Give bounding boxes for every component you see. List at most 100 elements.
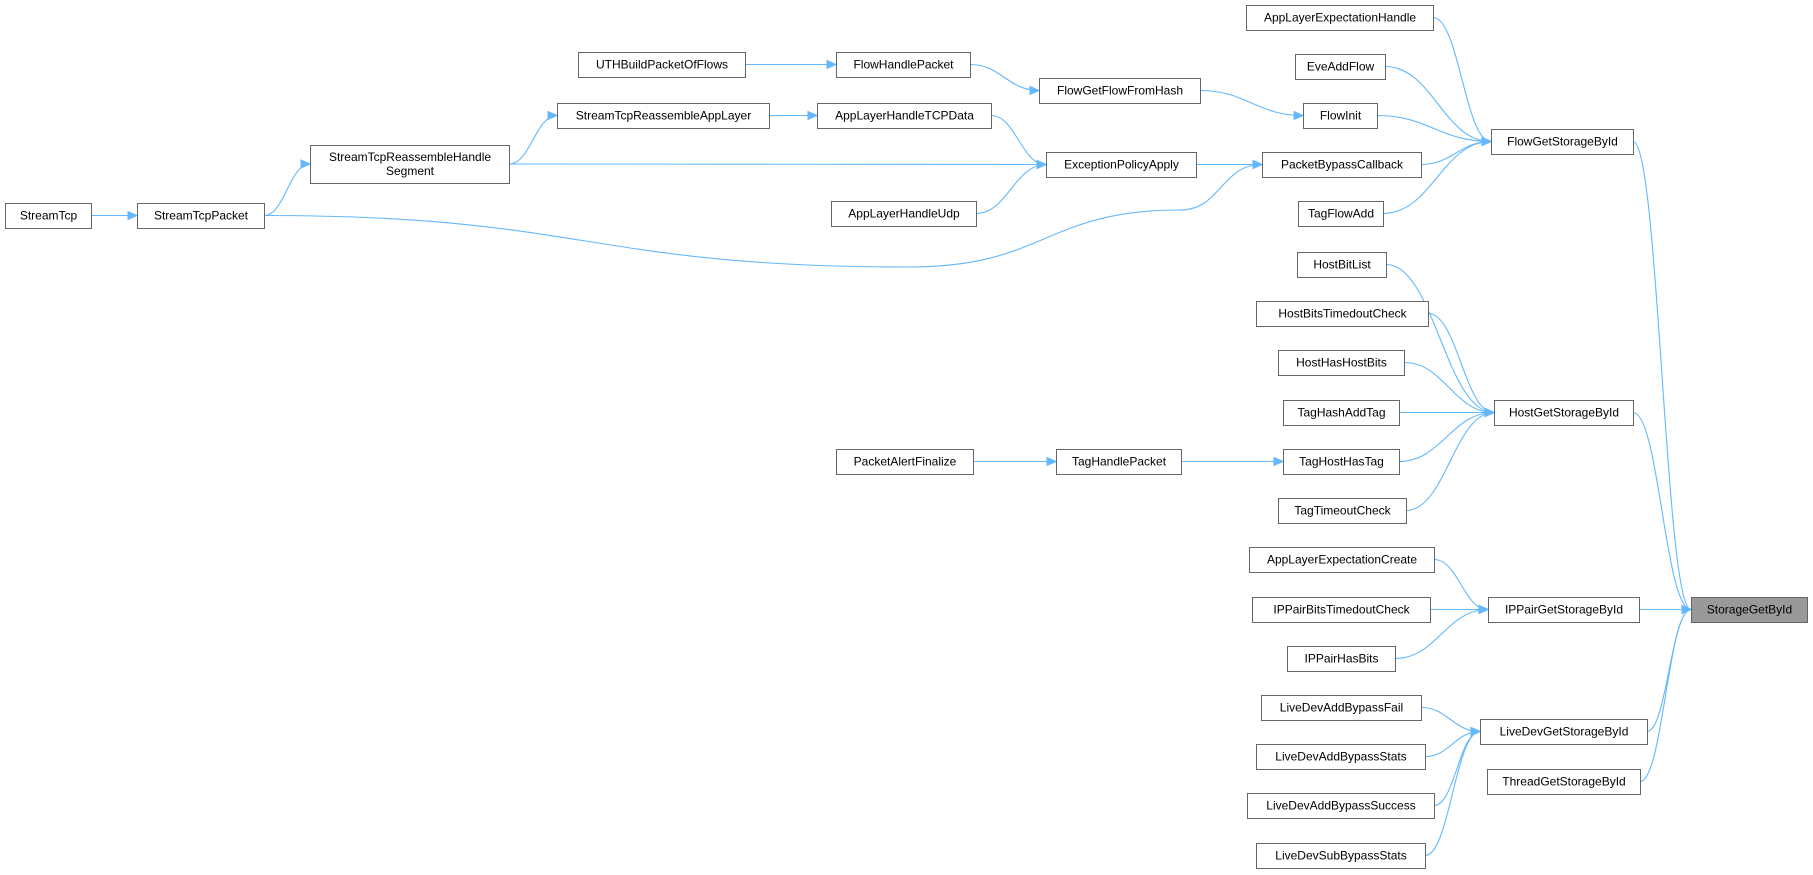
node-packet-bypass-callback[interactable]: PacketBypassCallback (1262, 152, 1422, 178)
node-label: HostGetStorageById (1509, 406, 1619, 420)
node-box[interactable] (1297, 252, 1387, 278)
node-box[interactable] (1298, 201, 1384, 227)
node-box[interactable] (1039, 78, 1201, 104)
node-live-dev-add-bypass-stats[interactable]: LiveDevAddBypassStats (1256, 744, 1426, 770)
edge-host-has-host-bits-to-host-get-storage-by-id (1403, 361, 1495, 414)
edge-thread-get-storage-by-id-to-storage-get-by-id (1639, 608, 1692, 783)
node-box[interactable] (1261, 695, 1422, 721)
node-flow-get-flow-from-hash[interactable]: FlowGetFlowFromHash (1039, 78, 1201, 104)
node-box[interactable] (1278, 350, 1405, 376)
node-box[interactable] (1287, 646, 1396, 672)
node-box[interactable] (1487, 769, 1641, 795)
node-uth-build-packet-of-flows[interactable]: UTHBuildPacketOfFlows (578, 52, 746, 78)
node-box[interactable] (1491, 129, 1634, 155)
node-box[interactable] (831, 201, 977, 227)
node-box[interactable] (1303, 103, 1378, 129)
node-box[interactable] (1488, 597, 1640, 623)
node-tag-flow-add[interactable]: TagFlowAdd (1298, 201, 1384, 227)
edge-host-bits-timedout-check-to-host-get-storage-by-id (1427, 312, 1495, 414)
node-packet-alert-finalize[interactable]: PacketAlertFinalize (836, 449, 974, 475)
node-box[interactable] (5, 203, 92, 229)
node-box[interactable] (1494, 400, 1634, 426)
node-tag-host-has-tag[interactable]: TagHostHasTag (1283, 449, 1400, 475)
edge-flow-handle-packet-to-flow-get-flow-from-hash (969, 63, 1040, 92)
node-box[interactable] (836, 52, 971, 78)
node-flow-get-storage-by-id[interactable]: FlowGetStorageById (1491, 129, 1634, 155)
node-tag-handle-packet[interactable]: TagHandlePacket (1056, 449, 1182, 475)
node-live-dev-add-bypass-success[interactable]: LiveDevAddBypassSuccess (1247, 793, 1435, 819)
node-app-layer-handle-udp[interactable]: AppLayerHandleUdp (831, 201, 977, 227)
node-label: HostBitList (1313, 258, 1371, 272)
node-box[interactable] (137, 203, 265, 229)
node-flow-init[interactable]: FlowInit (1303, 103, 1378, 129)
node-app-layer-handle-tcp-data[interactable]: AppLayerHandleTCPData (817, 103, 992, 129)
node-label: TagHostHasTag (1299, 455, 1384, 469)
node-host-get-storage-by-id[interactable]: HostGetStorageById (1494, 400, 1634, 426)
node-stream-tcp-packet[interactable]: StreamTcpPacket (137, 203, 265, 229)
node-box[interactable] (1246, 5, 1434, 31)
node-ip-pair-has-bits[interactable]: IPPairHasBits (1287, 646, 1396, 672)
node-box[interactable] (557, 103, 770, 129)
edge-stream-tcp-reassemble-handle-segment-to-exception-policy-apply (508, 163, 1047, 166)
node-box[interactable] (1247, 793, 1435, 819)
arrowhead-icon (826, 59, 838, 70)
node-box[interactable] (1278, 498, 1407, 524)
node-live-dev-sub-bypass-stats[interactable]: LiveDevSubBypassStats (1256, 843, 1426, 869)
edge-flow-init-to-flow-get-storage-by-id (1376, 114, 1492, 143)
edge-app-layer-expectation-handle-to-flow-get-storage-by-id (1432, 16, 1492, 143)
node-flow-handle-packet[interactable]: FlowHandlePacket (836, 52, 971, 78)
node-tag-timeout-check[interactable]: TagTimeoutCheck (1278, 498, 1407, 524)
node-stream-tcp[interactable]: StreamTcp (5, 203, 92, 229)
edge-stream-tcp-reassemble-handle-segment-to-stream-tcp-reassemble-app-layer (508, 114, 558, 165)
node-box[interactable] (1256, 301, 1429, 327)
edge-tag-host-has-tag-to-host-get-storage-by-id (1398, 411, 1495, 463)
node-box[interactable] (1283, 400, 1400, 426)
node-exception-policy-apply[interactable]: ExceptionPolicyApply (1046, 152, 1197, 178)
arrowhead-icon (127, 210, 139, 221)
node-box[interactable] (1480, 719, 1648, 745)
node-box[interactable] (1691, 597, 1808, 623)
edge-flow-get-storage-by-id-to-storage-get-by-id (1632, 140, 1692, 611)
node-label: IPPairBitsTimedoutCheck (1273, 603, 1410, 617)
node-box[interactable] (578, 52, 746, 78)
node-label: LiveDevSubBypassStats (1275, 849, 1406, 863)
node-app-layer-expectation-create[interactable]: AppLayerExpectationCreate (1249, 547, 1435, 573)
node-host-bits-timedout-check[interactable]: HostBitsTimedoutCheck (1256, 301, 1429, 327)
edge-tag-timeout-check-to-host-get-storage-by-id (1405, 411, 1495, 512)
node-box[interactable] (817, 103, 992, 129)
arrowhead-icon (1481, 136, 1493, 147)
node-box[interactable] (1046, 152, 1197, 178)
node-box[interactable] (1256, 843, 1426, 869)
node-live-dev-get-storage-by-id[interactable]: LiveDevGetStorageById (1480, 719, 1648, 745)
node-tag-hash-add-tag[interactable]: TagHashAddTag (1283, 400, 1400, 426)
edge-ip-pair-has-bits-to-ip-pair-get-storage-by-id (1394, 608, 1489, 660)
node-box[interactable] (1262, 152, 1422, 178)
node-ip-pair-get-storage-by-id[interactable]: IPPairGetStorageById (1488, 597, 1640, 623)
node-host-bit-list[interactable]: HostBitList (1297, 252, 1387, 278)
node-box[interactable] (1056, 449, 1182, 475)
node-storage-get-by-id[interactable]: StorageGetById (1691, 597, 1808, 623)
node-host-has-host-bits[interactable]: HostHasHostBits (1278, 350, 1405, 376)
node-box[interactable] (1252, 597, 1431, 623)
node-box[interactable] (1283, 449, 1400, 475)
node-stream-tcp-reassemble-app-layer[interactable]: StreamTcpReassembleAppLayer (557, 103, 770, 129)
node-label: EveAddFlow (1307, 60, 1375, 74)
arrowhead-icon (1470, 726, 1482, 737)
node-thread-get-storage-by-id[interactable]: ThreadGetStorageById (1487, 769, 1641, 795)
arrowhead-icon (1273, 456, 1285, 467)
node-label: LiveDevAddBypassSuccess (1266, 799, 1415, 813)
node-box[interactable] (310, 145, 510, 184)
node-box[interactable] (1249, 547, 1435, 573)
node-box[interactable] (1256, 744, 1426, 770)
node-eve-add-flow[interactable]: EveAddFlow (1295, 54, 1386, 80)
node-ip-pair-bits-timedout-check[interactable]: IPPairBitsTimedoutCheck (1252, 597, 1431, 623)
arrowhead-icon (1681, 604, 1693, 615)
node-app-layer-expectation-handle[interactable]: AppLayerExpectationHandle (1246, 5, 1434, 31)
node-label: LiveDevAddBypassFail (1280, 701, 1403, 715)
edge-host-bit-list-to-host-get-storage-by-id (1385, 263, 1495, 414)
node-box[interactable] (1295, 54, 1386, 80)
node-live-dev-add-bypass-fail[interactable]: LiveDevAddBypassFail (1261, 695, 1422, 721)
node-label: IPPairHasBits (1304, 652, 1378, 666)
node-box[interactable] (836, 449, 974, 475)
